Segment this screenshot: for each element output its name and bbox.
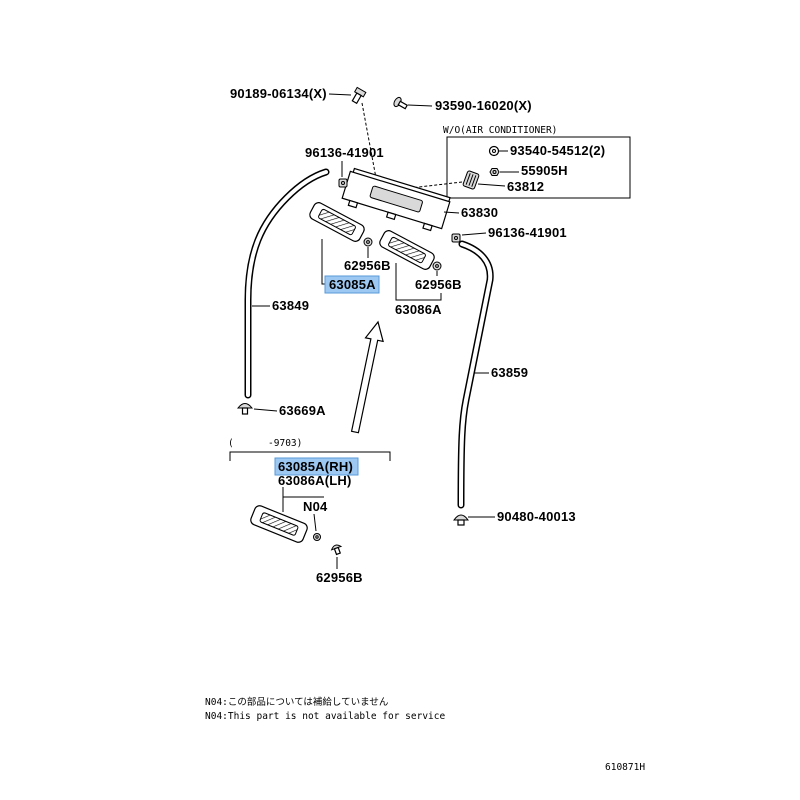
molding-fill: [246, 170, 328, 397]
knob-part: [462, 170, 480, 190]
part-label-housing[interactable]: 63830: [461, 205, 498, 220]
part-label-fastener[interactable]: 90480-40013: [497, 509, 576, 524]
fastener-part: [453, 514, 469, 526]
molding-left-part: [244, 168, 330, 399]
old-lamp-part: [250, 505, 308, 543]
part-label-nut[interactable]: 55905H: [521, 163, 568, 178]
part-label-screw[interactable]: 93590-16020(X): [435, 98, 532, 113]
screw-shank: [397, 100, 409, 110]
clip-bottom-left-part: [236, 403, 254, 415]
box-title: W/O(AIR CONDITIONER): [443, 125, 557, 136]
highlight-box: [324, 275, 380, 294]
note-code-label: N04: [303, 499, 328, 514]
part-label-clip-right[interactable]: 96136-41901: [488, 225, 567, 240]
date-range-label: ( -9703): [228, 438, 302, 449]
clip-stem: [241, 407, 249, 415]
clip-body: [451, 233, 461, 243]
knob-rib: [465, 173, 471, 185]
assembly-dashed-line: [361, 102, 377, 179]
washer-part: [488, 145, 500, 157]
part-label-lamp-lh[interactable]: 63086A: [395, 302, 442, 317]
part-label-old-lamp-lh[interactable]: 63086A(LH): [278, 473, 352, 488]
knob-rib: [468, 174, 474, 186]
clip-right-part: [451, 233, 461, 243]
washer-hole: [315, 535, 319, 539]
molding-right-part: [457, 240, 494, 509]
direction-arrow: [350, 320, 384, 434]
leader-line: [461, 232, 487, 236]
part-label-molding-left[interactable]: 63849: [272, 298, 309, 313]
part-label-clip-bottom-left[interactable]: 63669A: [279, 403, 326, 418]
nut-hole: [492, 170, 497, 174]
part-label-nut-lh[interactable]: 62956B: [415, 277, 462, 292]
part-label-bolt[interactable]: 90189-06134(X): [230, 86, 327, 101]
leader-line: [407, 104, 433, 107]
part-label-lamp-rh[interactable]: 63085A: [329, 277, 376, 292]
lamp-lens: [259, 512, 299, 536]
leader-line: [313, 513, 317, 532]
part-label-molding-right[interactable]: 63859: [491, 365, 528, 380]
clip-left-part: [338, 178, 348, 188]
clip-stem: [333, 546, 342, 556]
old-nut-part: [330, 544, 343, 556]
washer-hole: [492, 149, 496, 153]
part-label-old-nut[interactable]: 62956B: [316, 570, 363, 585]
clip-body: [338, 178, 348, 188]
washer-ring: [313, 533, 321, 541]
lamp-lh-part: [379, 230, 435, 270]
nut-body: [363, 237, 373, 247]
molding-outline: [457, 240, 494, 509]
bolt-shank: [351, 92, 362, 105]
leader-line: [321, 239, 325, 285]
leader-line: [443, 211, 460, 214]
nut-hole: [366, 240, 370, 244]
knob-rib: [471, 175, 477, 187]
washer-ring: [488, 145, 500, 157]
old-washer-part: [313, 533, 321, 541]
screw-part: [393, 96, 409, 110]
nut-body: [432, 261, 442, 271]
part-label-old-lamp-rh[interactable]: 63085A(RH): [278, 459, 353, 474]
clip-hole: [341, 181, 345, 185]
part-label-clip-left[interactable]: 96136-41901: [305, 145, 384, 160]
part-label-washer[interactable]: 93540-54512(2): [510, 143, 605, 158]
leader-line: [328, 93, 352, 96]
part-label-nut-rh[interactable]: 62956B: [344, 258, 391, 273]
nut-rh-part: [363, 237, 373, 247]
fastener-head: [453, 514, 469, 521]
leader-line: [253, 408, 278, 412]
leader-line: [477, 183, 506, 187]
lamp-rh-part: [309, 202, 365, 242]
lamp-lens: [318, 208, 356, 236]
highlight-box: [274, 457, 359, 476]
range-bracket: [229, 451, 391, 461]
nut-hex: [489, 168, 500, 176]
nut-lh-part: [432, 261, 442, 271]
figure-id: 610871H: [605, 762, 645, 773]
fastener-stem: [457, 519, 465, 526]
bolt-part: [351, 86, 367, 105]
clip-hole: [454, 236, 458, 240]
footnote-japanese: N04:この部品については補給していません: [205, 696, 388, 708]
part-label-knob[interactable]: 63812: [507, 179, 544, 194]
nut-hole: [435, 264, 439, 268]
leader-bracket: [395, 263, 442, 301]
housing-tab: [385, 211, 397, 221]
molding-fill: [459, 242, 493, 507]
variant-box: [446, 136, 631, 199]
lamp-lens: [388, 236, 426, 264]
housing-tab: [422, 222, 433, 232]
housing-slot: [369, 185, 423, 213]
nut-part: [489, 168, 500, 176]
clip-head: [236, 403, 254, 409]
housing-tab: [347, 199, 359, 209]
footnote-english: N04:This part is not available for servi…: [205, 711, 445, 722]
